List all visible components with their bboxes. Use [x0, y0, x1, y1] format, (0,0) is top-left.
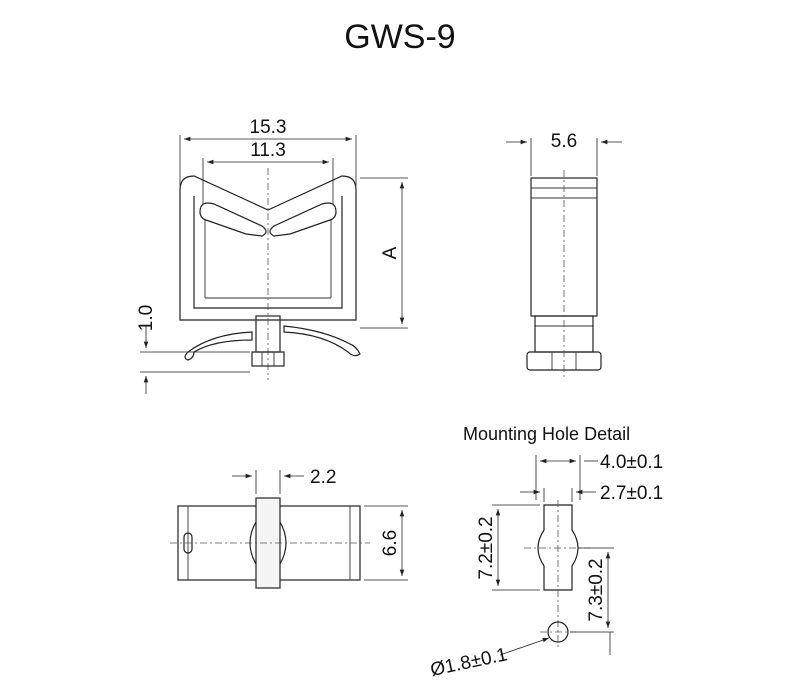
mounting-hole — [547, 621, 569, 643]
dim-depth: 6.6 — [380, 530, 401, 556]
front-view — [179, 168, 361, 380]
dim-hole-diameter: Ø1.8±0.1 — [429, 644, 510, 681]
mounting-hole-title: Mounting Hole Detail — [463, 424, 630, 444]
dim-spacing: 7.3±0.2 — [586, 558, 607, 621]
drawing-title: GWS-9 — [344, 18, 456, 56]
dim-tab: 2.2 — [310, 467, 336, 488]
dim-height: A — [380, 246, 401, 259]
dim-slot-length: 7.2±0.2 — [476, 516, 497, 579]
dim-outer-width: 15.3 — [250, 117, 287, 138]
left-slot — [199, 202, 267, 237]
bottom-view — [170, 470, 408, 589]
stem-base — [251, 351, 285, 367]
dim-slot-width: 2.7±0.1 — [600, 483, 663, 504]
side-view — [506, 138, 622, 378]
mounting-hole-detail — [492, 455, 614, 656]
mounting-slot — [537, 504, 579, 591]
right-slot — [269, 202, 337, 237]
front-dimensions — [140, 135, 408, 394]
spring-wings — [184, 325, 361, 361]
dim-inner-width: 11.3 — [250, 140, 286, 161]
clip-outer-outline — [179, 175, 357, 321]
dim-side-width: 5.6 — [551, 131, 577, 152]
dim-base: 1.0 — [136, 305, 157, 331]
dim-total-width: 4.0±0.1 — [600, 452, 663, 473]
